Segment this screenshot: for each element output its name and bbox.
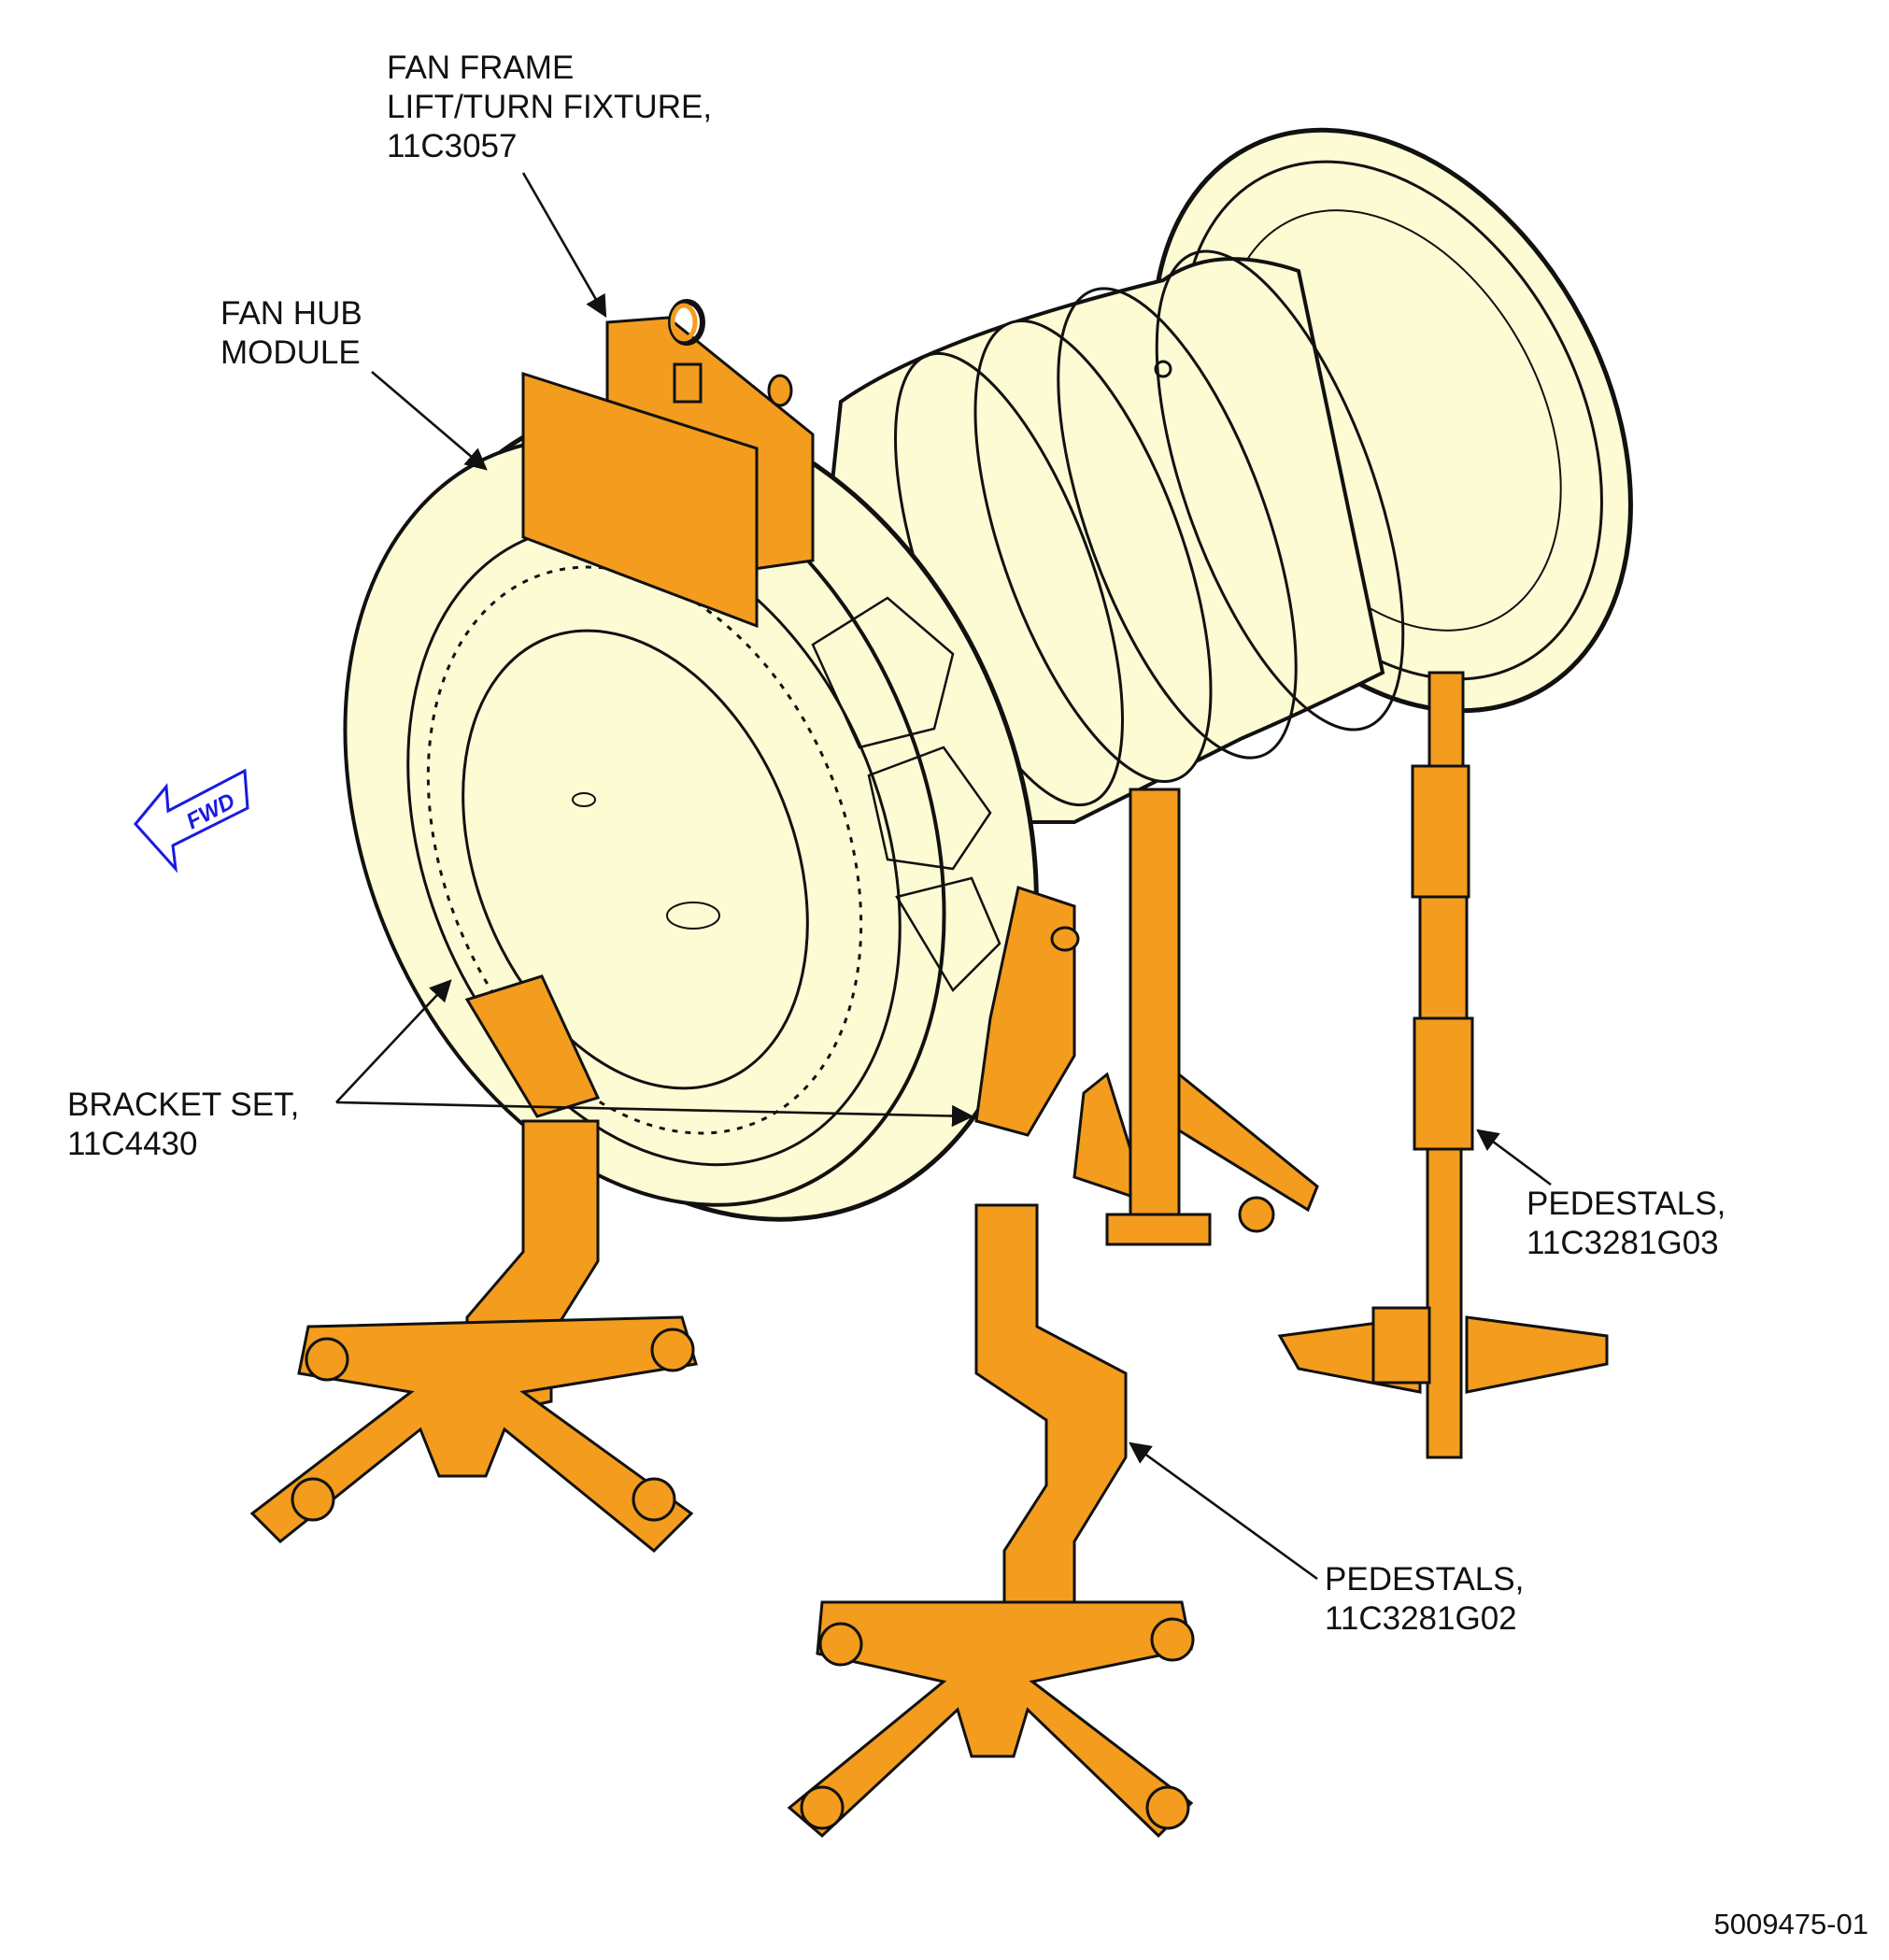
engine-core xyxy=(343,127,1633,1222)
fwd-arrow: FWD xyxy=(134,768,249,873)
label-fan-frame-lift-turn-fixture: FAN FRAME LIFT/TURN FIXTURE, 11C3057 xyxy=(387,50,713,164)
label-bracket-set: BRACKET SET, 11C4430 xyxy=(67,1087,300,1162)
bracket-set xyxy=(464,886,1080,1137)
pedestal-front-left xyxy=(249,1119,698,1554)
figure-number: 5009475-01 xyxy=(1713,1908,1869,1940)
pedestal-rear-right xyxy=(1154,360,1609,1459)
pedestal-front-right xyxy=(787,1203,1195,1839)
fan-hub-face xyxy=(462,629,809,1090)
label-pedestals-g02: PEDESTALS, 11C3281G02 xyxy=(1325,1561,1525,1637)
leader-lines xyxy=(335,172,1552,1581)
label-pedestals-g03: PEDESTALS, 11C3281G03 xyxy=(1527,1186,1726,1261)
pedestal-rear-left xyxy=(1072,788,1319,1246)
label-fan-hub-module: FAN HUB MODULE xyxy=(220,295,362,371)
fan-frame-lift-turn-fixture xyxy=(521,299,815,629)
